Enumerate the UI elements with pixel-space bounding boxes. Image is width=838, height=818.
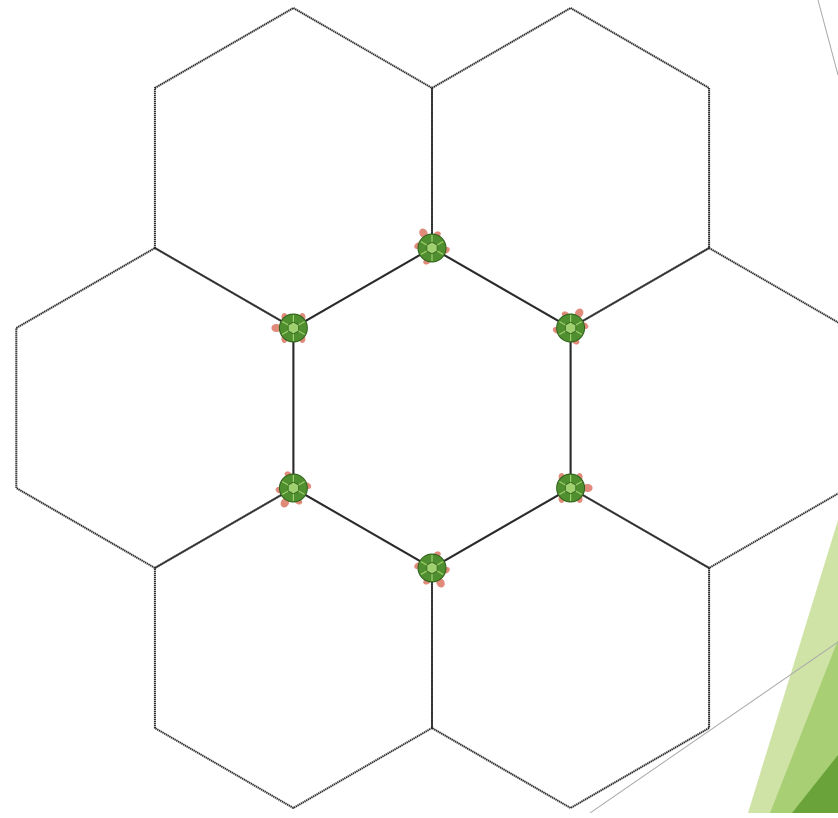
turtle-icon (412, 548, 456, 594)
turtle-shell-pattern (565, 482, 575, 494)
slide-decoration (590, 0, 838, 813)
hex-bottom-left (155, 488, 432, 808)
turtle-markers (269, 221, 594, 594)
hexagon-grid (16, 8, 838, 808)
hex-top-right (432, 8, 709, 328)
hex-top-left (155, 8, 432, 328)
turtle-icon (269, 468, 313, 514)
turtle-shell-pattern (288, 322, 298, 334)
turtle-icon (408, 221, 452, 267)
hex-right (571, 248, 838, 568)
hex-left (16, 248, 293, 568)
turtle-icon (551, 301, 595, 347)
hex-center (293, 248, 570, 568)
decoration-thin-line-top (818, 0, 838, 75)
